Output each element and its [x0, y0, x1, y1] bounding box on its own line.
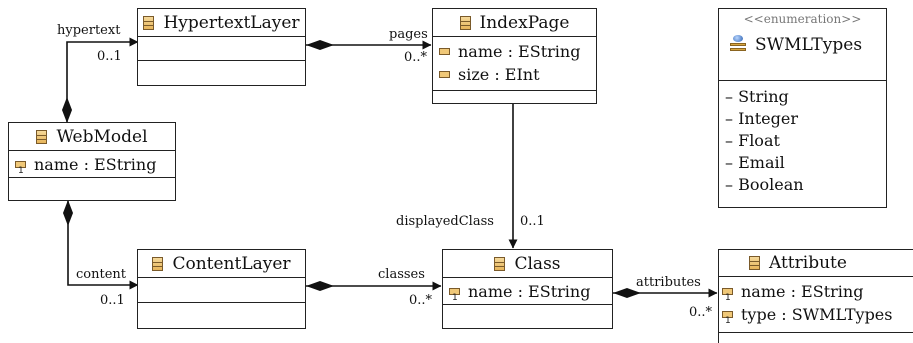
composition-diamond-icon — [62, 97, 72, 123]
operation-compartment — [138, 61, 305, 85]
class-name: ContentLayer — [172, 253, 291, 274]
class-name: Attribute — [769, 253, 847, 273]
composition-diamond-icon — [306, 281, 334, 291]
pages-reference-line — [306, 40, 432, 50]
class-header: ContentLayer — [138, 250, 305, 278]
attribute-compartment: name : EString — [9, 151, 175, 178]
operation-compartment — [719, 333, 913, 343]
role-label-displayed-class: displayedClass — [396, 214, 494, 229]
enum-name: SWMLTypes — [755, 35, 863, 55]
class-box-content-layer[interactable]: ContentLayer — [137, 249, 306, 329]
multiplicity-label-content: 0..1 — [100, 293, 125, 308]
class-box-index-page[interactable]: IndexPage name : EString size : EInt — [432, 8, 597, 104]
classes-reference-line — [306, 281, 442, 291]
attribute-label: size : EInt — [458, 65, 540, 84]
eattribute-required-icon — [449, 288, 460, 303]
multiplicity-label-attributes: 0..* — [689, 305, 713, 320]
eattribute-required-icon — [722, 288, 733, 303]
eenum-icon — [729, 35, 747, 55]
eattribute-icon — [439, 71, 450, 78]
enum-box-swml-types[interactable]: <<enumeration>> SWMLTypes – String – Int… — [718, 8, 887, 208]
class-box-web-model[interactable]: WebModel name : EString — [8, 122, 176, 201]
eclass-icon — [36, 129, 48, 144]
attribute-compartment: name : EString size : EInt — [433, 37, 596, 91]
eattribute-required-icon — [722, 311, 733, 326]
hypertext-reference-line — [62, 37, 139, 123]
content-reference-line — [63, 200, 139, 290]
class-header: WebModel — [9, 123, 175, 151]
attribute-label: name : EString — [741, 282, 864, 301]
class-header: Class — [443, 250, 612, 278]
attribute-compartment: name : EString type : SWMLTypes — [719, 277, 913, 333]
attribute-compartment — [138, 37, 305, 61]
role-label-attributes: attributes — [636, 275, 701, 290]
class-name: HypertextLayer — [163, 12, 300, 33]
eclass-icon — [143, 15, 155, 30]
class-box-class[interactable]: Class name : EString — [442, 249, 613, 329]
composition-diamond-icon — [63, 200, 73, 226]
composition-diamond-icon — [306, 40, 334, 50]
enum-stereotype: <<enumeration>> — [743, 12, 862, 26]
multiplicity-label-classes: 0..* — [409, 293, 433, 308]
attribute-label: name : EString — [458, 42, 581, 61]
attribute-row[interactable]: name : EString — [443, 280, 612, 303]
operation-compartment — [443, 305, 612, 328]
multiplicity-label-displayed-class: 0..1 — [520, 214, 545, 229]
attribute-compartment: name : EString — [443, 278, 612, 305]
attribute-compartment — [138, 278, 305, 303]
eclass-icon — [459, 15, 471, 30]
role-label-classes: classes — [378, 267, 425, 282]
class-name: WebModel — [56, 126, 148, 147]
multiplicity-label-pages: 0..* — [404, 50, 428, 65]
operation-compartment — [433, 91, 596, 103]
eclass-icon — [152, 256, 164, 271]
attribute-label: type : SWMLTypes — [741, 305, 893, 324]
attribute-label: name : EString — [34, 155, 157, 174]
attribute-row[interactable]: name : EString — [719, 280, 913, 303]
multiplicity-label-hypertext: 0..1 — [97, 49, 122, 64]
attribute-row[interactable]: name : EString — [9, 153, 175, 176]
class-box-hypertext-layer[interactable]: HypertextLayer — [137, 8, 306, 86]
class-name: IndexPage — [479, 12, 570, 33]
attribute-row[interactable]: type : SWMLTypes — [719, 303, 913, 326]
operation-compartment — [9, 178, 175, 200]
enum-header: <<enumeration>> SWMLTypes — [719, 11, 886, 81]
role-label-pages: pages — [389, 27, 428, 42]
attribute-row[interactable]: name : EString — [433, 40, 596, 63]
composition-diamond-icon — [613, 288, 641, 298]
eattribute-required-icon — [15, 161, 26, 176]
operation-compartment — [138, 303, 305, 328]
class-box-attribute[interactable]: Attribute name : EString type : SWMLType… — [718, 249, 913, 343]
role-label-hypertext: hypertext — [57, 23, 121, 38]
eclass-icon — [749, 256, 760, 270]
eclass-icon — [494, 256, 506, 271]
class-name: Class — [514, 253, 561, 274]
enum-literal[interactable]: – Float — [725, 130, 780, 150]
enum-literal[interactable]: – Email — [725, 152, 785, 172]
eattribute-icon — [439, 48, 450, 55]
enum-literal-compartment: – String – Integer – Float – Email – Boo… — [719, 81, 886, 195]
class-header: HypertextLayer — [138, 9, 305, 37]
class-header: Attribute — [719, 250, 913, 277]
attribute-label: name : EString — [468, 282, 591, 301]
role-label-content: content — [76, 267, 126, 282]
attribute-row[interactable]: size : EInt — [433, 63, 596, 86]
class-header: IndexPage — [433, 9, 596, 37]
enum-literal[interactable]: – Integer — [725, 108, 798, 128]
attributes-reference-line — [613, 288, 718, 298]
enum-literal[interactable]: – String — [725, 86, 789, 106]
enum-literal[interactable]: – Boolean — [725, 174, 804, 194]
